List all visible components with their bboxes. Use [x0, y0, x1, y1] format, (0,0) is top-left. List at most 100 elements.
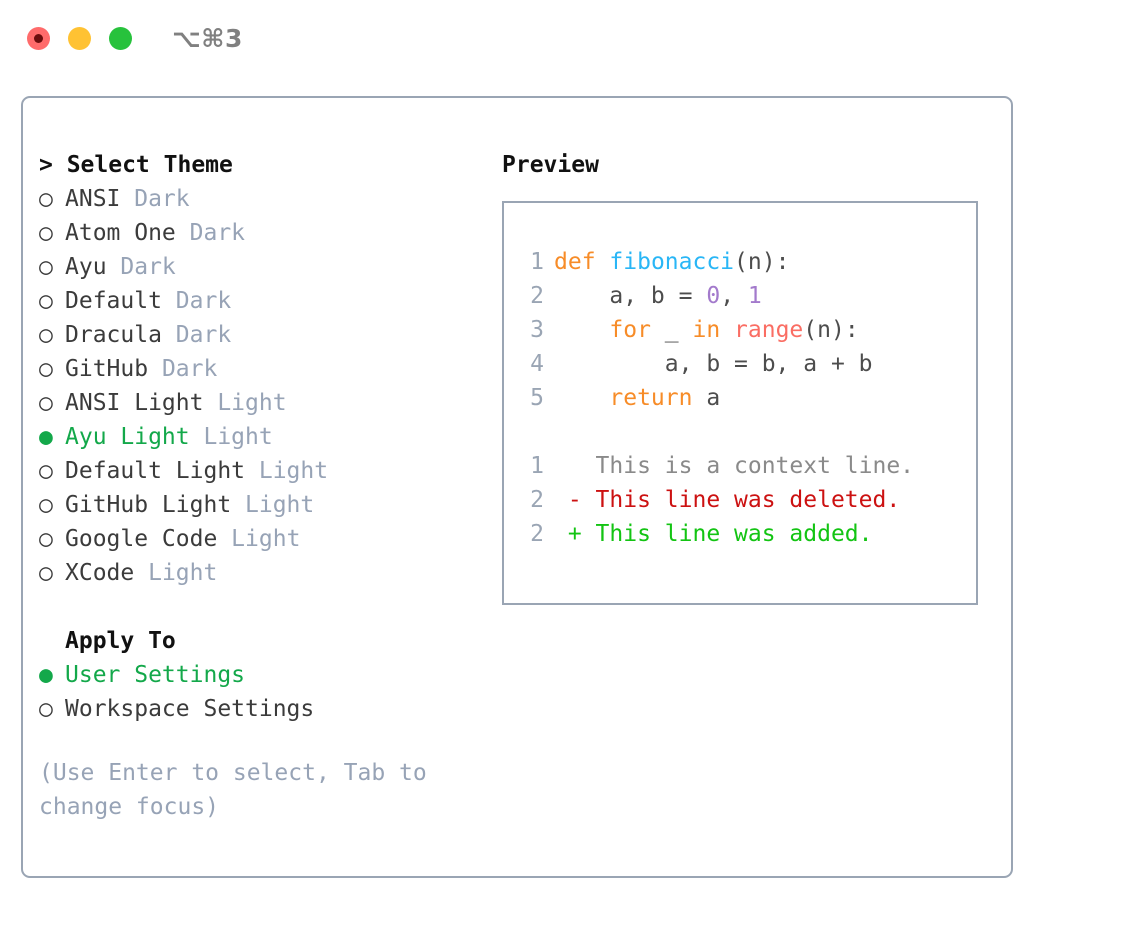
- code-line: 2 a, b = 0, 1: [522, 279, 976, 313]
- radio-unselected-icon[interactable]: ○: [39, 696, 53, 722]
- apply-to-item[interactable]: ● User Settings: [39, 658, 499, 692]
- diff-line: 2 + This line was added.: [522, 517, 976, 551]
- theme-variant-label: Dark: [175, 220, 246, 246]
- code-token: return: [609, 385, 693, 411]
- preview-title: Preview: [502, 152, 599, 178]
- theme-variant-label: Dark: [161, 288, 232, 314]
- select-theme-header: > Select Theme: [39, 152, 233, 178]
- theme-name-label: ANSI: [65, 186, 121, 212]
- diff-sample: 1 This is a context line.2 - This line w…: [522, 449, 976, 551]
- diff-line: 2 - This line was deleted.: [522, 483, 976, 517]
- code-token: a, b =: [554, 283, 707, 309]
- radio-unselected-icon[interactable]: ○: [39, 356, 53, 382]
- theme-variant-label: Light: [217, 526, 301, 552]
- code-token: _: [650, 317, 693, 343]
- radio-unselected-icon[interactable]: ○: [39, 322, 53, 348]
- theme-variant-label: Dark: [106, 254, 176, 280]
- diff-line: 1 This is a context line.: [522, 449, 976, 483]
- theme-list-item[interactable]: ○GitHub Dark: [39, 352, 499, 386]
- theme-list-item[interactable]: ● Ayu Light Light: [39, 420, 499, 454]
- diff-line-text: + This line was added.: [554, 521, 873, 547]
- line-number: 2: [530, 487, 544, 513]
- apply-to-item[interactable]: ○ Workspace Settings: [39, 692, 499, 726]
- line-number: 4: [530, 351, 544, 377]
- theme-name-label: Default: [65, 288, 162, 314]
- code-token: range: [734, 317, 804, 343]
- maximize-button-icon[interactable]: [109, 26, 132, 50]
- theme-name-label: Dracula: [65, 322, 162, 348]
- code-token: [554, 385, 609, 411]
- keyboard-hint-text: (Use Enter to select, Tab to change focu…: [39, 760, 427, 820]
- theme-name-label: GitHub Light: [65, 492, 232, 518]
- radio-unselected-icon[interactable]: ○: [39, 458, 53, 484]
- theme-variant-label: Dark: [161, 322, 232, 348]
- radio-selected-icon[interactable]: ●: [39, 424, 53, 450]
- close-button-icon[interactable]: [27, 26, 50, 50]
- code-token: 1: [747, 283, 762, 309]
- apply-to-list[interactable]: ● User Settings ○ Workspace Settings: [39, 658, 499, 726]
- theme-list-item[interactable]: ○ Google Code Light: [39, 522, 499, 556]
- line-number: 1: [530, 453, 544, 479]
- code-diff-gap: [522, 415, 976, 449]
- theme-variant-label: Dark: [120, 186, 190, 212]
- code-token: [596, 249, 610, 275]
- code-token: [720, 317, 734, 343]
- window-titlebar: ⌥⌘3: [0, 0, 1140, 76]
- line-number: 5: [530, 385, 544, 411]
- line-number: 2: [530, 521, 544, 547]
- theme-list-item[interactable]: ○ Default Dark: [39, 284, 499, 318]
- content-panel: > Select Theme ○ANSI Dark○Atom One Dark○…: [21, 96, 1013, 878]
- theme-list-item[interactable]: ○ ANSI Dark: [39, 182, 499, 216]
- theme-variant-label: Light: [134, 560, 218, 586]
- radio-unselected-icon[interactable]: ○: [39, 492, 53, 518]
- code-token: [554, 317, 609, 343]
- code-token: (n):: [803, 317, 859, 343]
- minimize-button-icon[interactable]: [68, 26, 91, 50]
- theme-list-item[interactable]: ○ Default Light Light: [39, 454, 499, 488]
- line-number: 1: [530, 249, 544, 275]
- code-token: ,: [720, 283, 748, 309]
- theme-list[interactable]: ○ ANSI Dark ○ Atom One Dark ○ Ayu Dark ○ Defaul…: [39, 182, 499, 590]
- code-token: in: [692, 317, 721, 343]
- radio-unselected-icon[interactable]: ○: [39, 220, 53, 246]
- radio-unselected-icon[interactable]: ○: [39, 288, 53, 314]
- radio-unselected-icon[interactable]: ○: [39, 186, 53, 212]
- theme-name-label: GitHub: [65, 356, 149, 382]
- theme-name-label: Atom One: [65, 220, 176, 246]
- radio-selected-icon[interactable]: ●: [39, 662, 53, 688]
- theme-name-label: Default Light: [65, 458, 246, 484]
- theme-name-label: Google Code: [65, 526, 218, 552]
- code-line: 3 for _ in range(n):: [522, 313, 976, 347]
- code-line: 5 return a: [522, 381, 976, 415]
- theme-list-item[interactable]: ○GitHub Light Light: [39, 488, 499, 522]
- theme-list-item[interactable]: ○ Dracula Dark: [39, 318, 499, 352]
- radio-unselected-icon[interactable]: ○: [39, 254, 53, 280]
- line-number: 2: [530, 283, 544, 309]
- theme-list-item[interactable]: ○ Atom One Dark: [39, 216, 499, 250]
- theme-list-item[interactable]: ○XCode Light: [39, 556, 499, 590]
- code-line: 4 a, b = b, a + b: [522, 347, 976, 381]
- apply-to-label: User Settings: [65, 662, 246, 688]
- apply-to-label: Workspace Settings: [65, 696, 315, 722]
- theme-name-label: Ayu Light: [65, 424, 190, 450]
- code-token: fibonacci: [609, 249, 735, 275]
- theme-variant-label: Light: [245, 458, 329, 484]
- radio-unselected-icon[interactable]: ○: [39, 526, 53, 552]
- theme-list-item[interactable]: ○ ANSI Light Light: [39, 386, 499, 420]
- theme-list-item[interactable]: ○ Ayu Dark: [39, 250, 499, 284]
- diff-line-text: - This line was deleted.: [554, 487, 901, 513]
- radio-unselected-icon[interactable]: ○: [39, 390, 53, 416]
- theme-picker-column: > Select Theme ○ANSI Dark○Atom One Dark○…: [39, 148, 499, 824]
- theme-variant-label: Light: [203, 390, 287, 416]
- theme-name-label: Ayu: [65, 254, 107, 280]
- theme-name-label: ANSI Light: [65, 390, 204, 416]
- radio-unselected-icon[interactable]: ○: [39, 560, 53, 586]
- theme-variant-label: Light: [189, 424, 273, 450]
- code-token: 0: [706, 283, 721, 309]
- code-token: (n):: [734, 249, 790, 275]
